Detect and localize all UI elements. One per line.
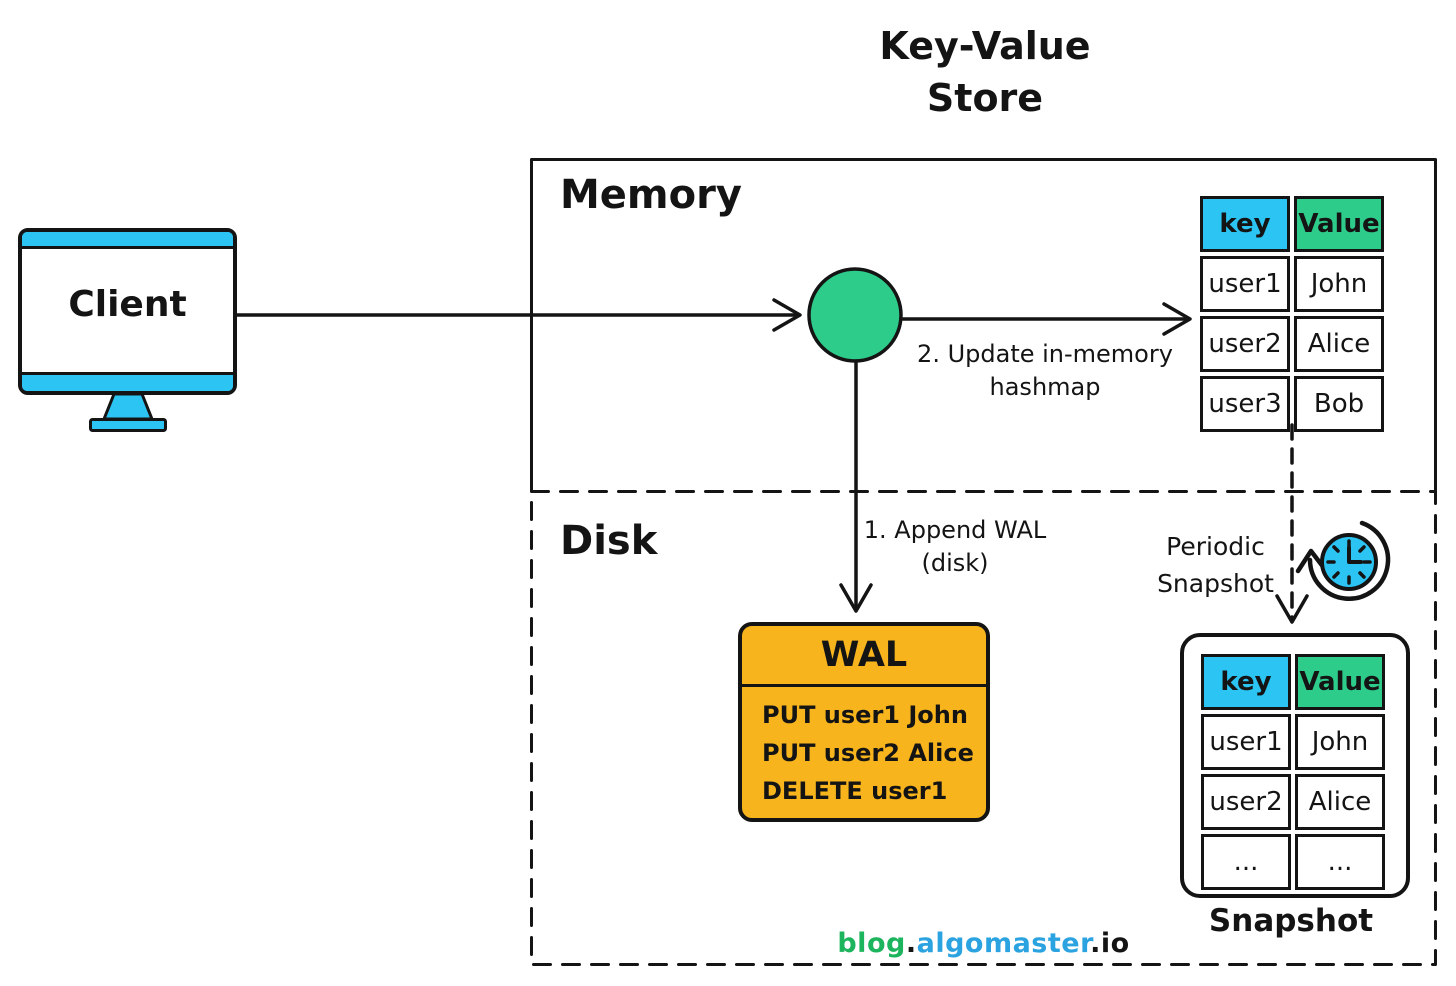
- hashmap-cell: John: [1294, 256, 1384, 312]
- annotation-update-line1: 2. Update in-memory: [917, 340, 1173, 368]
- snapshot-label: Snapshot: [1208, 903, 1374, 939]
- wal-entries: PUT user1 John PUT user2 Alice DELETE us…: [742, 687, 986, 810]
- wal-title: WAL: [742, 626, 986, 687]
- arrow-node-to-wal: [839, 359, 873, 613]
- clock-icon: [1295, 520, 1391, 602]
- annotation-update-hashmap: 2. Update in-memory hashmap: [900, 338, 1190, 404]
- wal-entry: PUT user1 John: [762, 701, 968, 729]
- footer-dot1: .: [905, 928, 917, 959]
- disk-box-border: [530, 490, 1437, 966]
- snapshot-table: key Value user1 John user2 Alice ... ...: [1201, 654, 1385, 890]
- snapshot-box: key Value user1 John user2 Alice ... ...: [1180, 633, 1410, 898]
- snapshot-cell: ...: [1201, 834, 1291, 890]
- snapshot-cell: user2: [1201, 774, 1291, 830]
- hashmap-header-value: Value: [1294, 196, 1384, 252]
- snapshot-header-key: key: [1201, 654, 1291, 710]
- memory-section-label: Memory: [560, 172, 742, 218]
- arrow-hashmap-to-snapshot: [1275, 423, 1309, 624]
- memory-box-border: [530, 158, 1437, 493]
- arrow-client-to-node: [235, 298, 802, 332]
- diagram-title: Key-Value Store: [800, 20, 1170, 125]
- annotation-append-wal: 1. Append WAL (disk): [820, 514, 1090, 580]
- client-monitor-stand: [89, 392, 167, 432]
- write-node-circle: [807, 267, 903, 363]
- annotation-periodic-line1: Periodic: [1166, 532, 1265, 561]
- hashmap-cell: user1: [1200, 256, 1290, 312]
- diagram-title-line1: Key-Value: [879, 24, 1091, 68]
- hashmap-cell: user2: [1200, 316, 1290, 372]
- memory-hashmap-table: key Value user1 John user2 Alice user3 B…: [1200, 196, 1384, 432]
- client-monitor-icon: Client: [18, 228, 237, 395]
- wal-entry: DELETE user1: [762, 777, 948, 805]
- footer-dot2: .: [1090, 928, 1101, 959]
- hashmap-cell: Alice: [1294, 316, 1384, 372]
- footer-algomaster: algomaster: [916, 928, 1091, 959]
- footer-watermark: blog.algomaster.io: [530, 928, 1437, 959]
- annotation-append-line2: (disk): [921, 549, 989, 577]
- snapshot-header-value: Value: [1295, 654, 1385, 710]
- snapshot-cell: John: [1295, 714, 1385, 770]
- hashmap-header-key: key: [1200, 196, 1290, 252]
- client-label: Client: [68, 284, 187, 325]
- annotation-periodic-line2: Snapshot: [1157, 569, 1274, 598]
- hashmap-cell: Bob: [1294, 376, 1384, 432]
- snapshot-cell: Alice: [1295, 774, 1385, 830]
- snapshot-cell: user1: [1201, 714, 1291, 770]
- monitor-top-bar: [22, 232, 233, 249]
- arrow-node-to-hashmap: [901, 302, 1192, 336]
- annotation-periodic-snapshot: Periodic Snapshot: [1138, 528, 1293, 602]
- annotation-append-line1: 1. Append WAL: [863, 516, 1047, 544]
- annotation-update-line2: hashmap: [989, 373, 1101, 401]
- monitor-bottom-bar: [22, 372, 233, 391]
- footer-io: io: [1100, 928, 1130, 959]
- wal-box: WAL PUT user1 John PUT user2 Alice DELET…: [738, 622, 990, 822]
- diagram-title-line2: Store: [926, 76, 1044, 121]
- snapshot-cell: ...: [1295, 834, 1385, 890]
- disk-section-label: Disk: [560, 518, 658, 564]
- hashmap-cell: user3: [1200, 376, 1290, 432]
- footer-blog: blog: [837, 928, 906, 959]
- wal-entry: PUT user2 Alice: [762, 739, 974, 767]
